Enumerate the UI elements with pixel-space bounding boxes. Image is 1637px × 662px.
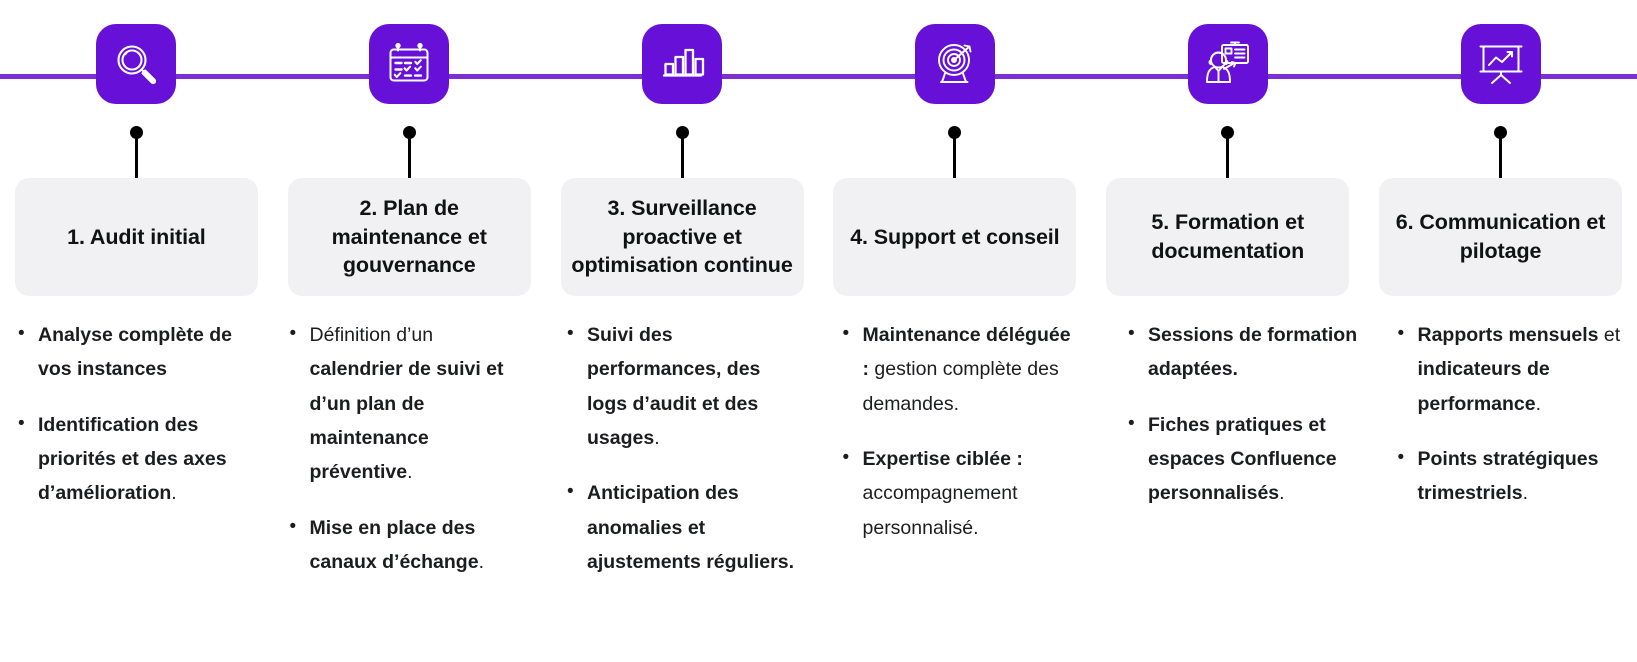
target-icon bbox=[930, 39, 980, 89]
step-card-6[interactable]: 6. Communication et pilotage bbox=[1379, 178, 1623, 296]
list-item: Maintenance déléguée : gestion complète … bbox=[841, 317, 1073, 421]
bullet-text-run: et des axes d’amélioration bbox=[38, 447, 227, 505]
bullet-list-3: Suivi des performances, des logs d’audit… bbox=[565, 317, 797, 579]
list-item: Identification des priorités et des axes… bbox=[16, 407, 248, 511]
bullet-text-run: calendrier de suivi et d’un plan de main… bbox=[309, 358, 504, 484]
bullet-list-1: Analyse complète de vos instancesIdentif… bbox=[16, 317, 248, 511]
title-card-column-6: 6. Communication et pilotage bbox=[1364, 178, 1637, 296]
connector-stem-3 bbox=[680, 130, 684, 185]
step-card-2[interactable]: 2. Plan de maintenance et gouvernance bbox=[287, 178, 531, 296]
list-item: Fiches pratiques et espaces Confluence p… bbox=[1126, 407, 1358, 511]
step-card-4[interactable]: 4. Support et conseil bbox=[833, 178, 1077, 296]
bullet-column-1: Analyse complète de vos instancesIdentif… bbox=[0, 317, 278, 600]
icon-row bbox=[0, 0, 1637, 185]
bullet-text-run: Maintenance déléguée : bbox=[862, 324, 1071, 381]
icon-column-3 bbox=[546, 0, 819, 185]
bullet-text-run: Identification des priorités bbox=[38, 413, 199, 470]
connector-stem-6 bbox=[1499, 130, 1503, 185]
bar-chart-icon bbox=[657, 39, 707, 89]
step-icon-tile-1[interactable] bbox=[96, 24, 177, 104]
bullet-text-run: et ajustements réguliers. bbox=[587, 516, 794, 573]
bullet-list-2: Définition d’un calendrier de suivi et d… bbox=[288, 317, 520, 580]
bullet-list-6: Rapports mensuels et indicateurs de perf… bbox=[1396, 317, 1628, 511]
bullet-text-run: . bbox=[171, 482, 177, 505]
list-item: Mise en place des canaux d’échange. bbox=[288, 510, 520, 580]
list-item: Analyse complète de vos instances bbox=[16, 317, 248, 387]
title-card-column-4: 4. Support et conseil bbox=[818, 178, 1091, 296]
bullet-text-run: Expertise ciblée : bbox=[862, 447, 1023, 470]
connector-stem-2 bbox=[407, 130, 411, 185]
list-item: Expertise ciblée : accompagnement person… bbox=[841, 441, 1073, 545]
bullet-text-run: . bbox=[654, 426, 660, 449]
bullet-text-run: accompagnement personnalisé. bbox=[862, 482, 1018, 539]
bullet-column-2: Définition d’un calendrier de suivi et d… bbox=[278, 317, 544, 600]
bullet-text-run: Définition d’un bbox=[309, 324, 434, 346]
bullet-text-run: Analyse complète de vos instances bbox=[38, 324, 232, 381]
connector-stem-5 bbox=[1226, 130, 1230, 185]
bullet-row: Analyse complète de vos instancesIdentif… bbox=[0, 317, 1637, 600]
step-icon-tile-5[interactable] bbox=[1187, 24, 1268, 104]
list-item: Suivi des performances, des logs d’audit… bbox=[565, 317, 797, 455]
icon-column-2 bbox=[273, 0, 546, 185]
step-icon-tile-3[interactable] bbox=[642, 24, 723, 104]
bullet-text-run: . bbox=[1522, 482, 1529, 505]
step-icon-tile-4[interactable] bbox=[914, 24, 995, 104]
step-card-5[interactable]: 5. Formation et documentation bbox=[1106, 178, 1350, 296]
list-item: Définition d’un calendrier de suivi et d… bbox=[288, 317, 520, 490]
icon-column-5 bbox=[1091, 0, 1364, 185]
connector-stem-4 bbox=[953, 130, 957, 185]
title-card-column-2: 2. Plan de maintenance et gouvernance bbox=[273, 178, 546, 296]
step-icon-tile-6[interactable] bbox=[1460, 24, 1541, 104]
step-title-5: 5. Formation et documentation bbox=[1151, 210, 1305, 263]
bullet-list-5: Sessions de formation adaptées. Fiches pr… bbox=[1126, 317, 1358, 511]
bullet-text-run: Mise en place des canaux d’échange bbox=[309, 516, 479, 573]
bullet-text-run: Sessions de formation adaptées. bbox=[1148, 324, 1358, 381]
timeline-rail bbox=[0, 74, 1637, 79]
title-card-column-1: 1. Audit initial bbox=[0, 178, 273, 296]
bullet-text-run: gestion complète des demandes. bbox=[862, 358, 1059, 415]
bullet-text-run: . bbox=[1279, 482, 1285, 505]
step-card-3[interactable]: 3. Surveillance proactive et optimisatio… bbox=[560, 178, 804, 296]
calendar-check-icon bbox=[384, 39, 434, 89]
title-card-row: 1. Audit initial 2. Plan de maintenance e… bbox=[0, 178, 1637, 296]
title-card-column-3: 3. Surveillance proactive et optimisatio… bbox=[546, 178, 819, 296]
list-item: Rapports mensuels et indicateurs de perf… bbox=[1396, 317, 1628, 421]
magnifier-icon bbox=[111, 39, 161, 89]
bullet-text-run: Anticipation des anomalies bbox=[587, 482, 739, 539]
bullet-column-6: Rapports mensuels et indicateurs de perf… bbox=[1372, 317, 1637, 600]
bullet-text-run: Suivi des performances, des logs d’audit… bbox=[587, 324, 761, 449]
bullet-text-run: . bbox=[407, 461, 413, 484]
list-item: Sessions de formation adaptées. bbox=[1126, 317, 1358, 387]
list-item: Points stratégiques trimestriels. bbox=[1396, 441, 1628, 511]
connector-stem-1 bbox=[134, 130, 138, 185]
presentation-chart-icon bbox=[1475, 38, 1527, 90]
bullet-text-run: Fiches pratiques et espaces Confluence p… bbox=[1148, 413, 1337, 505]
icon-column-1 bbox=[0, 0, 273, 185]
bullet-text-run: et bbox=[1598, 324, 1621, 346]
presenter-icon bbox=[1202, 38, 1254, 90]
step-icon-tile-2[interactable] bbox=[369, 24, 450, 104]
bullet-text-run: Rapports mensuels bbox=[1417, 324, 1599, 346]
bullet-text-run: indicateurs de performance bbox=[1417, 358, 1550, 415]
step-title-3: 3. Surveillance proactive et optimisatio… bbox=[571, 196, 793, 278]
bullet-text-run: . bbox=[478, 550, 484, 573]
bullet-text-run: . bbox=[1535, 392, 1542, 415]
step-title-2: 2. Plan de maintenance et gouvernance bbox=[331, 196, 487, 278]
bullet-column-4: Maintenance déléguée : gestion complète … bbox=[817, 317, 1097, 600]
list-item: Anticipation des anomalies et ajustement… bbox=[565, 475, 797, 579]
step-title-1: 1. Audit initial bbox=[67, 224, 206, 249]
bullet-list-4: Maintenance déléguée : gestion complète … bbox=[841, 317, 1073, 545]
icon-column-6 bbox=[1364, 0, 1637, 185]
title-card-column-5: 5. Formation et documentation bbox=[1091, 178, 1364, 296]
bullet-column-5: Sessions de formation adaptées. Fiches pr… bbox=[1096, 317, 1372, 600]
step-card-1[interactable]: 1. Audit initial bbox=[14, 178, 258, 296]
bullet-column-3: Suivi des performances, des logs d’audit… bbox=[543, 317, 817, 600]
step-title-6: 6. Communication et pilotage bbox=[1395, 210, 1606, 263]
step-title-4: 4. Support et conseil bbox=[850, 224, 1060, 249]
bullet-text-run: Points stratégiques trimestriels bbox=[1417, 447, 1599, 505]
icon-column-4 bbox=[818, 0, 1091, 185]
